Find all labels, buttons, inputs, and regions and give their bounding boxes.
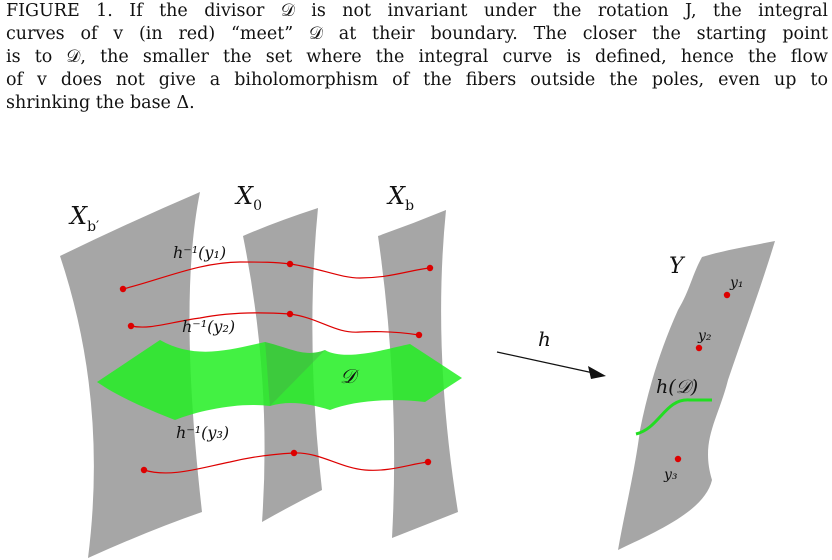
caption-line-4: of v does not give a biholomorphism of t… [6,70,828,90]
target-point-label-y1: y₁ [729,275,744,291]
fiber-label-xb: Xb [386,182,414,214]
image-divisor-label: h(𝒟) [656,376,698,398]
target-point-y1 [723,291,731,299]
divisor-label: 𝒟 [340,364,360,388]
divisor-shade [265,342,325,406]
caption-line-1: FIGURE 1. If the divisor 𝒟 is not invari… [6,1,828,21]
caption-line-3: is to 𝒟, the smaller the set where the i… [6,47,828,67]
point-x0-1 [286,260,294,268]
point-xb-1 [426,264,434,272]
image-divisor-curve [635,398,712,436]
target-point-y2 [695,344,703,352]
curve-label-y3: h⁻¹(y₃) [176,423,229,442]
target-point-label-y2: y₂ [697,328,712,344]
point-xb-2 [415,331,423,339]
curve-label-y2: h⁻¹(y₂) [182,317,235,336]
map-arrow-head [588,366,606,379]
target-point-y3 [674,455,682,463]
caption-line-5: shrinking the base Δ. [6,93,195,113]
fiber-label-x0: X0 [234,182,262,214]
point-x0-3 [290,449,298,457]
point-xb-3 [424,458,432,466]
figure-caption: FIGURE 1. If the divisor 𝒟 is not invari… [6,0,828,115]
point-x0-2 [286,310,294,318]
fiber-label-xb-prime: Xb′ [68,202,99,235]
target-y [618,241,775,550]
curve-label-y1: h⁻¹(y₁) [173,243,226,262]
point-xb-prime-2 [127,322,135,330]
point-xb-prime-1 [119,285,127,293]
target-point-label-y3: y₃ [663,467,678,483]
map-arrow-shaft [496,351,599,375]
point-xb-prime-3 [140,466,148,474]
map-label: h [538,327,551,351]
caption-line-2: curves of v (in red) “meet” 𝒟 at their b… [6,24,828,44]
divisor-band [97,340,462,420]
target-label: Y [669,254,686,279]
